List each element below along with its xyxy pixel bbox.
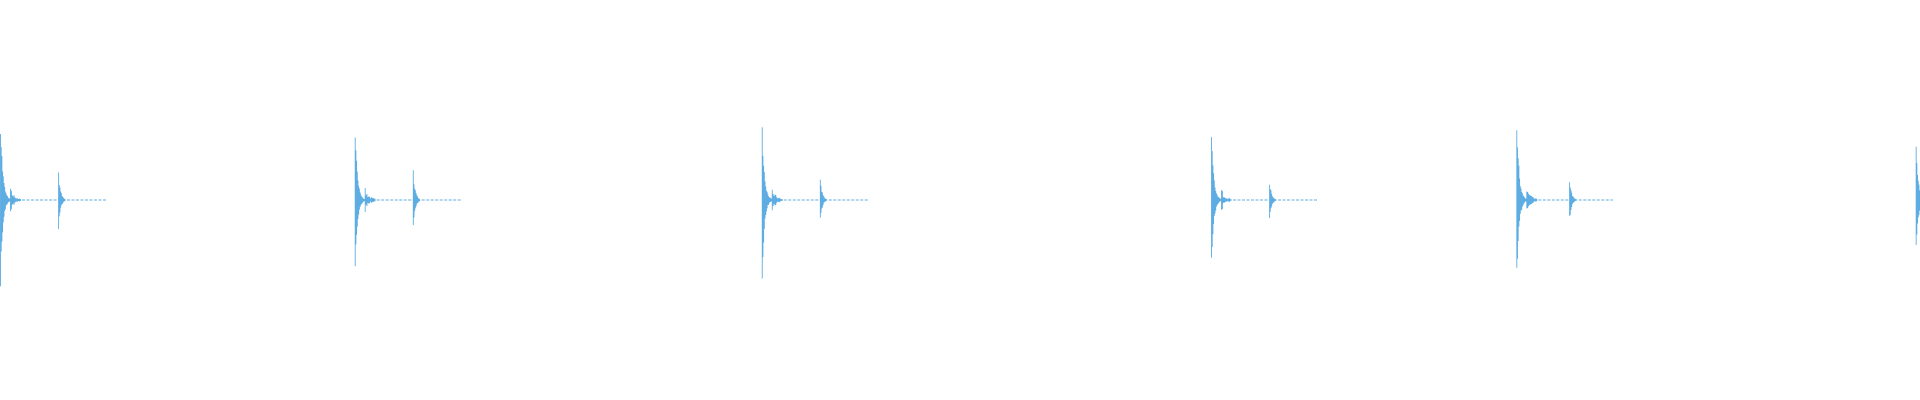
waveform-event-4 (1211, 137, 1318, 258)
waveform-transients (354, 137, 421, 267)
waveform-transients (1915, 146, 1920, 245)
waveform-transients (0, 134, 66, 287)
waveform-event-1 (0, 134, 107, 287)
waveform-events (0, 127, 1920, 287)
waveform-event-6 (1915, 146, 1920, 245)
waveform-transients (761, 127, 828, 279)
waveform-event-5 (1516, 130, 1613, 268)
waveform-transients (1211, 137, 1277, 258)
waveform-event-3 (761, 127, 868, 279)
waveform-event-2 (354, 137, 461, 267)
waveform-transients (1516, 130, 1577, 268)
